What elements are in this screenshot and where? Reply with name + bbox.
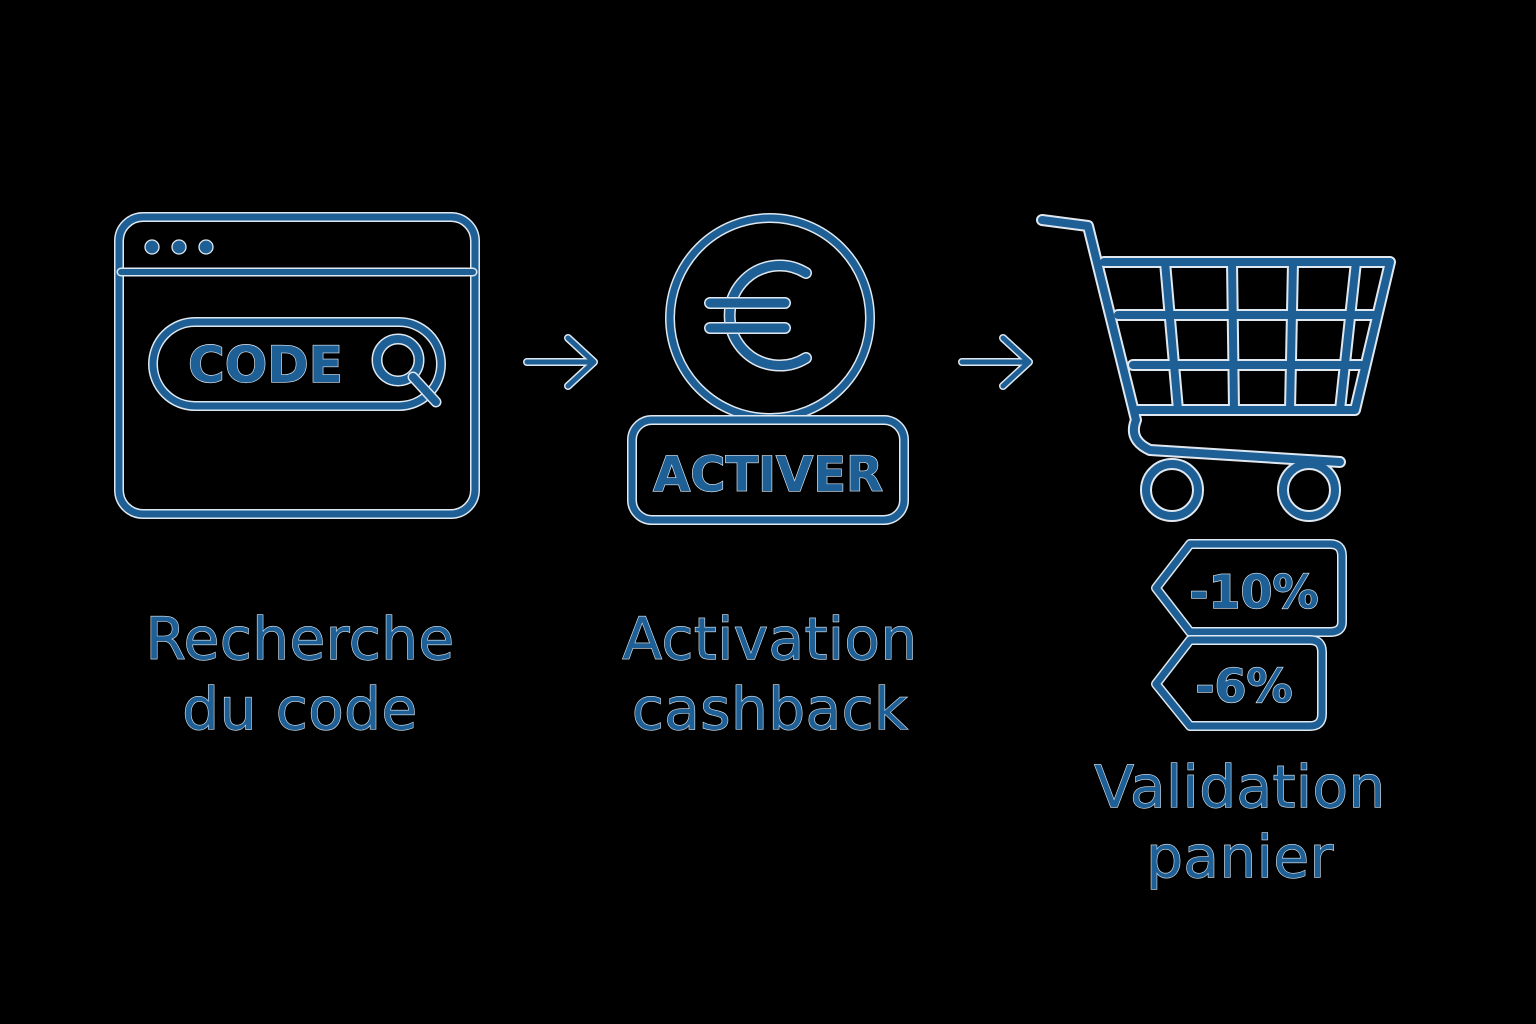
label-line: Recherche <box>145 604 455 673</box>
label-line: du code <box>182 674 418 743</box>
discount-6-text: -6% <box>1195 659 1292 713</box>
arrow-right-icon <box>958 334 1033 390</box>
euro-coin-icon <box>665 213 875 423</box>
step-label-activation: Activation cashback <box>570 604 970 744</box>
search-field-icon <box>148 317 446 411</box>
discount-tag-10: -10% <box>1151 539 1347 637</box>
code-text: CODE <box>188 336 343 394</box>
label-line: cashback <box>631 674 909 743</box>
activer-text: ACTIVER <box>653 447 883 503</box>
step-label-recherche: Recherche du code <box>100 604 500 744</box>
activer-button[interactable]: ACTIVER <box>627 415 909 525</box>
label-line: Activation <box>622 604 918 673</box>
discount-10-text: -10% <box>1189 565 1318 619</box>
search-icon <box>371 333 442 408</box>
step-label-validation: Validation panier <box>1040 752 1440 892</box>
shopping-cart-icon <box>1036 214 1396 522</box>
label-line: panier <box>1146 822 1334 891</box>
browser-search-icon: CODE <box>114 212 480 519</box>
discount-tag-6: -6% <box>1151 635 1327 731</box>
label-line: Validation <box>1094 752 1386 821</box>
window-dots-icon <box>144 239 214 255</box>
arrow-right-icon <box>523 334 598 390</box>
